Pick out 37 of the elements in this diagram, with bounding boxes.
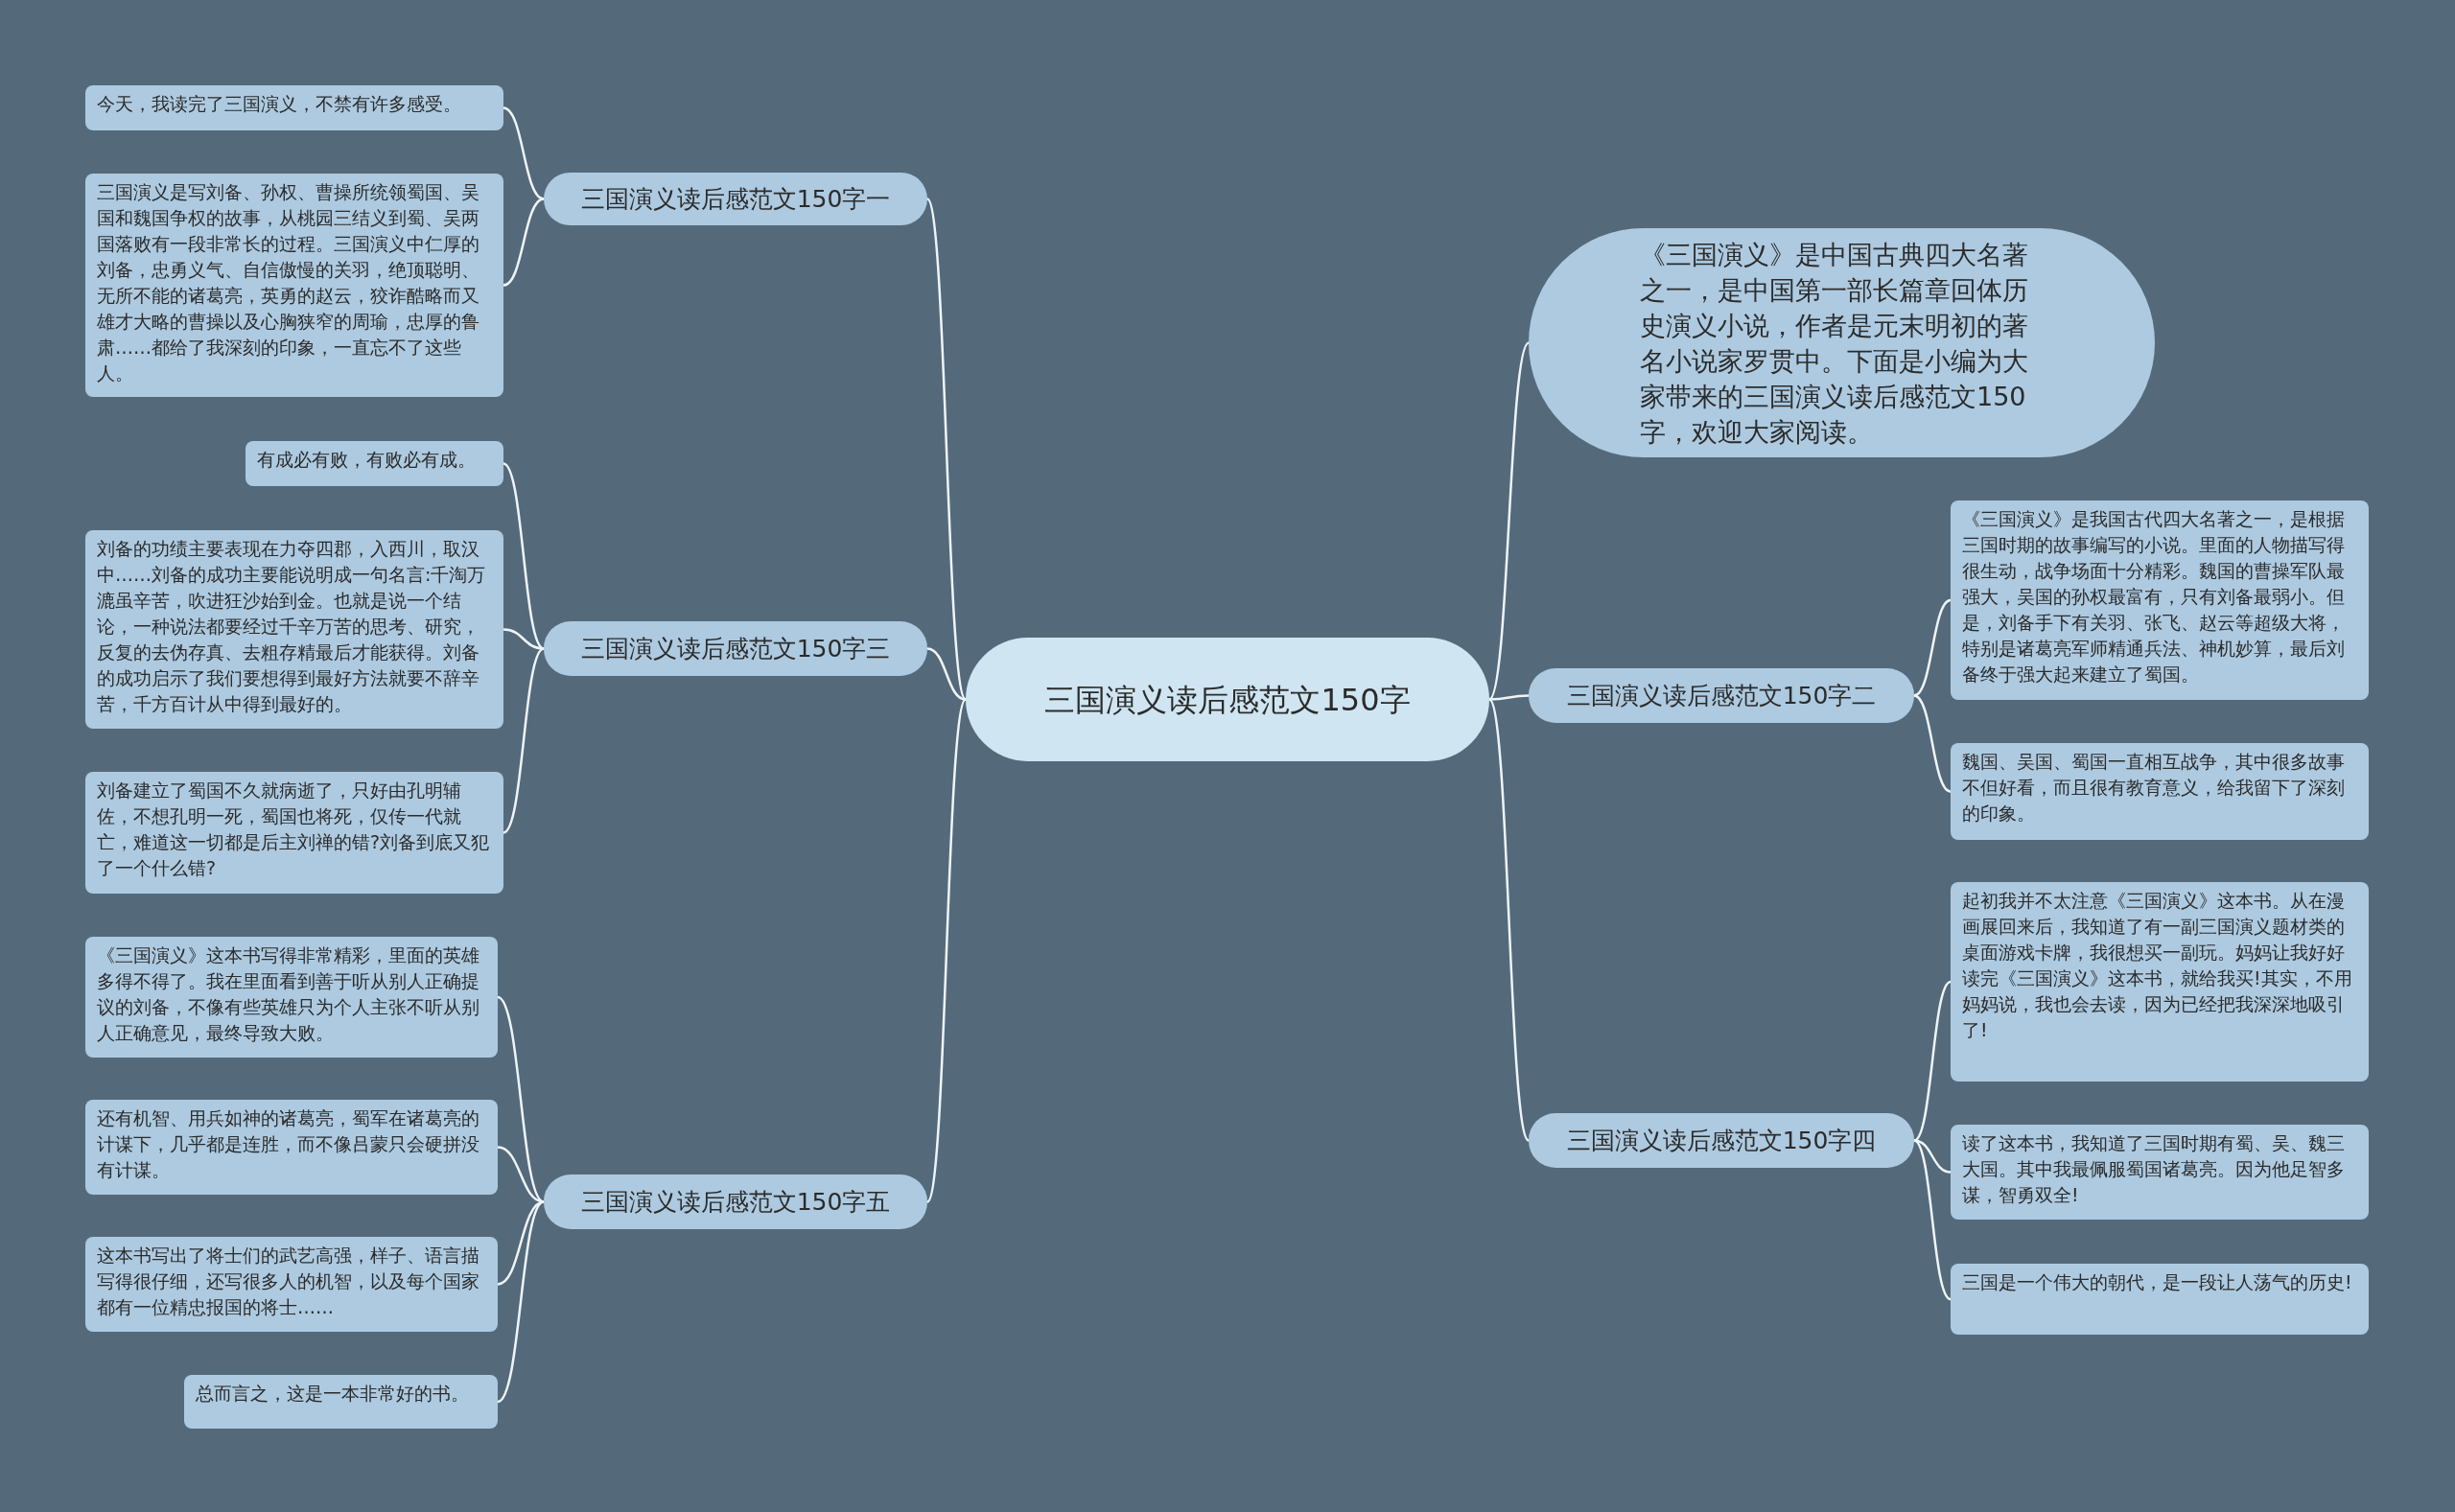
connector-line — [925, 198, 968, 700]
connector-line — [1487, 341, 1531, 701]
topic-box: 三国演义读后感范文150字 — [966, 638, 1489, 761]
note-box: 有成必有败，有败必有成。 — [246, 441, 503, 486]
connector-line — [1913, 981, 1952, 1142]
connector-line — [503, 198, 545, 287]
connector-line — [925, 699, 968, 1202]
connector-line — [1913, 1139, 1952, 1300]
note-box: 三国演义是写刘备、孙权、曹操所统领蜀国、吴国和魏国争权的故事，从桃园三结义到蜀、吴两国落败有一段非常长的过程。三国演义中仁厚的刘备，忠勇义气、自信傲慢的关羽，绝顶聪明、无所不能的诸葛亮，英勇的赵云，狡诈酷略而又雄才大略的曹操以及心胸狭窄的周瑜，忠厚的鲁肃……都给了我深刻的印象，一直忘不了这些人。 — [85, 174, 503, 397]
connector-line — [926, 647, 967, 701]
note-box: 魏国、吴国、蜀国一直相互战争，其中很多故事不但好看，而且很有教育意义，给我留下了深刻的印象。 — [1951, 743, 2369, 840]
connector-line — [1913, 598, 1952, 697]
connector-line — [1488, 694, 1530, 701]
note-box: 三国是一个伟大的朝代，是一段让人荡气的历史! — [1951, 1264, 2369, 1335]
subtopic-box: 三国演义读后感范文150字二 — [1529, 668, 1914, 723]
note-box: 《三国演义》这本书写得非常精彩，里面的英雄多得不得了。我在里面看到善于听从别人正确提议的刘备，不像有些英雄只为个人主张不听从别人正确意见，最终导致大败。 — [85, 937, 498, 1058]
connector-line — [1487, 698, 1531, 1142]
connector-line — [497, 1200, 545, 1403]
connector-line — [503, 647, 545, 834]
subtopic-box: 三国演义读后感范文150字一 — [544, 173, 927, 225]
subtopic-box: 三国演义读后感范文150字四 — [1529, 1113, 1914, 1168]
subtopic-box: 三国演义读后感范文150字五 — [544, 1175, 927, 1229]
note-box: 刘备建立了蜀国不久就病逝了，只好由孔明辅佐，不想孔明一死，蜀国也将死，仅传一代就亡，难道这一切都是后主刘禅的错?刘备到底又犯了一个什么错? — [85, 772, 503, 894]
note-box: 《三国演义》是我国古代四大名著之一，是根据三国时期的故事编写的小说。里面的人物描写得很生动，战争场面十分精彩。魏国的曹操军队最强大，吴国的孙权最富有，只有刘备最弱小。但是，刘备手下有关羽、张飞、赵云等超级大将，特别是诸葛亮军师精通兵法、神机妙算，最后刘备终于强大起来建立了蜀国。 — [1951, 500, 2369, 700]
note-box: 还有机智、用兵如神的诸葛亮，蜀军在诸葛亮的计谋下，几乎都是连胜，而不像吕蒙只会硬拼没有计谋。 — [85, 1100, 498, 1195]
note-box: 总而言之，这是一本非常好的书。 — [184, 1375, 498, 1429]
note-box: 读了这本书，我知道了三国时期有蜀、吴、魏三大国。其中我最佩服蜀国诸葛亮。因为他足智多谋，智勇双全! — [1951, 1125, 2369, 1220]
note-box: 起初我并不太注意《三国演义》这本书。从在漫画展回来后，我知道了有一副三国演义题材类的桌面游戏卡牌，我很想买一副玩。妈妈让我好好读完《三国演义》这本书，就给我买!其实，不用妈妈说，我也会去读，因为已经把我深深地吸引了! — [1951, 882, 2369, 1082]
intro-bubble: 《三国演义》是中国古典四大名著之一，是中国第一部长篇章回体历史演义小说，作者是元末明初的著名小说家罗贯中。下面是小编为大家带来的三国演义读后感范文150字，欢迎大家阅读。 — [1529, 228, 2155, 457]
connector-line — [1913, 694, 1952, 793]
subtopic-box: 三国演义读后感范文150字三 — [544, 621, 927, 676]
note-box: 这本书写出了将士们的武艺高强，样子、语言描写得很仔细，还写很多人的机智，以及每个国家都有一位精忠报国的将士…… — [85, 1237, 498, 1332]
connector-line — [503, 462, 545, 650]
note-box: 刘备的功绩主要表现在力夺四郡，入西川，取汉中……刘备的成功主要能说明成一句名言:千淘万漉虽辛苦，吹进狂沙始到金。也就是说一个结论，一种说法都要经过千辛万苦的思考、研究，反复的去伪存真、去粗存精最后才能获得。刘备的成功启示了我们要想得到最好方法就要不辞辛苦，千方百计从中得到最好的。 — [85, 530, 503, 729]
note-box: 今天，我读完了三国演义，不禁有许多感受。 — [85, 85, 503, 130]
connector-line — [503, 106, 545, 200]
connector-line — [497, 996, 545, 1203]
